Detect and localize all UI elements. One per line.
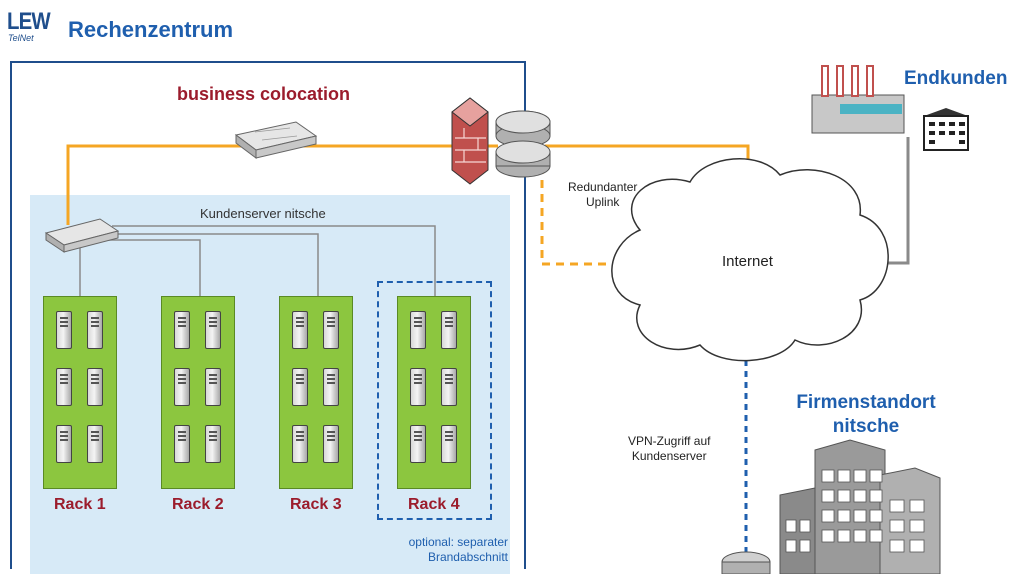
server-icon [441,425,457,463]
server-icon [56,311,72,349]
router-icon-1 [495,110,551,148]
internet-label: Internet [722,253,773,270]
server-icon [174,368,190,406]
customer-servers-label: Kundenserver nitsche [200,206,326,221]
factory-icon [811,65,905,134]
server-icon [205,425,221,463]
lew-logo: LEW [7,8,51,35]
rack-2-label: Rack 2 [172,496,224,513]
vpn-access-label: VPN-Zugriff auf Kundenserver [628,434,711,463]
company-buildings-icon [721,439,941,574]
rack-connection-lines [79,225,436,296]
server-icon [205,368,221,406]
firewall-icon [451,97,489,185]
rack-4 [397,296,471,489]
rack-1-label: Rack 1 [54,496,106,513]
server-icon [323,311,339,349]
server-icon [56,368,72,406]
rack-3 [279,296,353,489]
company-site-label: Firmenstandort nitsche [796,392,936,437]
server-icon [410,311,426,349]
server-icon [174,311,190,349]
rack-2 [161,296,235,489]
server-icon [87,425,103,463]
server-icon [87,368,103,406]
redundant-uplink-label: Redundanter Uplink [568,180,638,209]
orange-uplink-line [66,144,498,225]
server-icon [292,368,308,406]
office-building-icon [923,108,969,151]
server-icon [323,425,339,463]
top-switch-icon [234,121,318,159]
server-icon [174,425,190,463]
server-icon [323,368,339,406]
telnet-logo-sub: TelNet [8,33,34,43]
router-icon-2 [495,140,551,178]
datacenter-frame [10,61,526,569]
customer-switch-icon [44,218,120,253]
redundant-uplink-line [540,166,628,266]
server-icon [292,311,308,349]
server-icon [410,425,426,463]
server-icon [56,425,72,463]
rack-4-label: Rack 4 [408,496,460,513]
rack-3-label: Rack 3 [290,496,342,513]
server-icon [441,368,457,406]
page-title: Rechenzentrum [68,17,234,42]
business-colocation-label: business colocation [177,84,351,104]
server-icon [441,311,457,349]
server-icon [292,425,308,463]
server-icon [87,311,103,349]
internet-cloud [611,158,889,362]
optional-fire-zone-note: optional: separater Brandabschnitt [408,535,508,564]
endkunden-label: Endkunden [904,68,1008,89]
rack-1 [43,296,117,489]
server-icon [205,311,221,349]
server-icon [410,368,426,406]
